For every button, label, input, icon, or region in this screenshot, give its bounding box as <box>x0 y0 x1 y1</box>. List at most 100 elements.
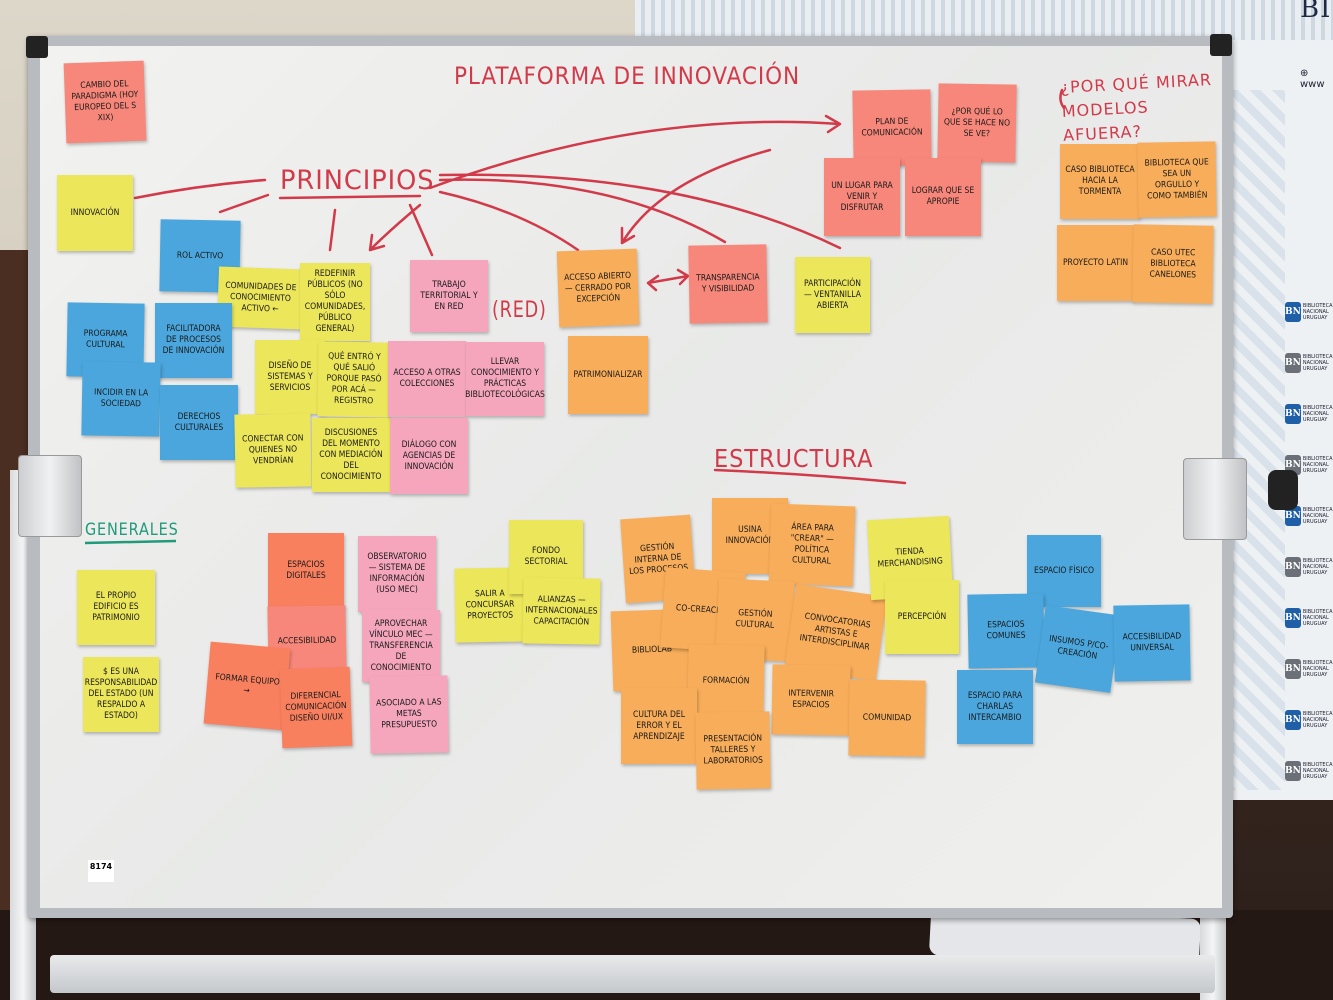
board-clamp-right <box>1183 458 1247 540</box>
sticky-note-text: Redefinir públicos (no sólo comunidades,… <box>304 269 366 334</box>
sticky-note-participacion: Participación — ventanilla abierta <box>795 257 870 333</box>
sticky-note-biblioteca: Biblioteca que sea un orgullo y como tam… <box>1137 141 1217 218</box>
sticky-note-latin: Proyecto Latin <box>1057 225 1134 301</box>
line-participacion <box>438 173 842 250</box>
arrow-redefinir <box>368 203 422 252</box>
sticky-note-text: Caso biblioteca hacia la tormenta <box>1065 165 1135 197</box>
sticky-note-text: Aprovechar vínculo MEC — transferencia d… <box>369 618 433 673</box>
sticky-note-text: Insumos p/co-creación <box>1048 633 1110 662</box>
sticky-note-text: Comunidad <box>862 712 912 723</box>
sticky-note-text: Espacios comunes <box>986 619 1026 642</box>
logo-text: BIBLIOTECA NACIONAL URUGUAY <box>1302 558 1333 576</box>
sticky-note-observatorio: Observatorio — sistema de información (u… <box>358 536 436 612</box>
sticky-note-text: Lograr que se apropie <box>911 186 975 207</box>
bn-logo-icon: BN <box>1285 608 1301 628</box>
sticky-note-text: Espacio físico <box>1034 565 1094 576</box>
bn-logo-icon: BN <box>1285 506 1301 526</box>
sticky-note-asociado: Asociado a las metas presupuesto <box>369 675 449 754</box>
clamp-knob <box>1268 470 1298 510</box>
estructura-underline <box>713 468 907 485</box>
frame-corner <box>26 36 48 58</box>
sticky-note-text: Derechos culturales <box>174 411 224 433</box>
sticky-note-porque: ¿Por qué lo que se hace no se ve? <box>937 83 1017 163</box>
sticky-note-innovacion: Innovación <box>57 175 133 251</box>
sticky-note-text: Gestión cultural <box>735 608 775 632</box>
sticky-note-estado: $ es una responsabilidad del estado (un … <box>83 657 159 732</box>
bn-logo-icon: BN <box>1285 404 1301 424</box>
sticky-note-text: Cambio del paradigma (hoy europeo del s … <box>71 79 139 124</box>
heading-estructura: ESTRUCTURA <box>714 444 874 473</box>
sticky-note-comunidad: Comunidad <box>848 679 926 757</box>
sticky-note-lugar: Un lugar para venir y disfrutar <box>824 158 900 236</box>
sticky-note-incidir: Incidir en la sociedad <box>81 361 161 437</box>
bn-logo-icon: BN <box>1285 710 1301 730</box>
sticky-note-transparencia: Transparencia y visibilidad <box>688 244 768 324</box>
arrow-double <box>646 268 690 292</box>
sticky-note-charlas: Espacio para charlas intercambio <box>957 670 1033 744</box>
sticky-note-formar: Formar equipo → <box>203 641 291 731</box>
bn-logo-icon: BN <box>1285 659 1301 679</box>
sticky-note-text: $ es una responsabilidad del estado (un … <box>84 667 158 721</box>
sticky-note-llevar: Llevar conocimiento y prácticas bibliote… <box>465 342 545 416</box>
sticky-note-comunes: Espacios comunes <box>967 593 1045 669</box>
sticky-note-alianzas: Alianzas — internacionales capacitación <box>522 577 601 645</box>
principios-underline <box>278 194 422 200</box>
sticky-note-facilitadora: Facilitadora de procesos de innovación <box>155 303 232 378</box>
sticky-note-dialogo: Diálogo con agencias de innovación <box>390 418 468 494</box>
sticky-note-text: Transparencia y visibilidad <box>696 272 760 295</box>
sticky-note-text: Formar equipo → <box>214 672 281 697</box>
logo-text: BIBLIOTECA NACIONAL URUGUAY <box>1302 354 1333 372</box>
stand-crossbar <box>50 955 1215 993</box>
sticky-note-text: Formación <box>702 675 750 686</box>
sticky-note-text: Caso UTEC biblioteca Canelones <box>1149 247 1197 280</box>
sticky-note-text: Comunidades de conocimiento activo ← <box>225 280 297 315</box>
sticky-note-text: Espacio para charlas intercambio <box>967 690 1023 723</box>
line-acceso <box>438 190 580 252</box>
sticky-note-text: ¿Por qué lo que se hace no se ve? <box>943 106 1011 139</box>
sticky-note-text: Espacios digitales <box>286 560 326 581</box>
sticky-note-text: Intervenir espacios <box>788 688 835 711</box>
sticky-note-text: Qué entró y qué salió porque pasó por ac… <box>326 351 382 407</box>
sticky-note-area: Área para "crear" — política cultural <box>768 503 856 587</box>
logo-text: BIBLIOTECA NACIONAL URUGUAY <box>1302 711 1333 729</box>
line-redefinir <box>328 208 337 252</box>
sticky-note-text: Programa cultural <box>83 328 128 351</box>
heading-red: (RED) <box>492 298 547 323</box>
sticky-note-text: Diseño de sistemas y servicios <box>267 360 313 393</box>
sticky-note-patrimonializar: Patrimonializar <box>568 336 648 414</box>
sticky-note-text: Accesibilidad <box>277 634 337 647</box>
sticky-note-text: Accesibilidad universal <box>1122 631 1182 654</box>
sticky-note-text: Cultura del error y el aprendizaje <box>633 709 685 742</box>
sticky-note-text: Observatorio — sistema de información (u… <box>367 552 427 595</box>
bn-logo-icon: BN <box>1285 353 1301 373</box>
sticky-note-text: Participación — ventanilla abierta <box>803 278 861 311</box>
sticky-note-diferencial: Diferencial comunicación diseño UI/UX <box>279 666 353 749</box>
sticky-note-acceso-abierto: Acceso abierto — cerrado por excepción <box>556 248 640 328</box>
logo-text: BIBLIOTECA NACIONAL URUGUAY <box>1302 507 1333 525</box>
bn-logo-icon: BN <box>1285 557 1301 577</box>
sticky-note-cultura-error: Cultura del error y el aprendizaje <box>621 688 697 764</box>
sticky-note-text: Área para "crear" — política cultural <box>790 522 835 567</box>
sticky-note-percepcion: Percepción <box>885 580 959 654</box>
globe-icon: ⊕ <box>1300 68 1309 79</box>
sticky-note-acceso-colecciones: Acceso a otras colecciones <box>388 341 466 417</box>
sticky-note-text: Acceso abierto — cerrado por excepción <box>564 270 632 305</box>
arrow-acceso-plan <box>620 148 772 245</box>
logo-text: BIBLIOTECA NACIONAL URUGUAY <box>1302 456 1333 474</box>
sticky-note-text: Alianzas — internacionales capacitación <box>525 594 598 627</box>
line-innovacion <box>133 178 267 200</box>
sticky-note-text: Facilitadora de procesos de innovación <box>162 324 225 356</box>
top-banner <box>635 0 1333 40</box>
sticky-note-utec: Caso UTEC biblioteca Canelones <box>1132 224 1214 304</box>
sticky-note-text: Asociado a las metas presupuesto <box>375 697 442 731</box>
banner-pattern <box>1225 90 1285 790</box>
sticky-note-text: Incidir en la sociedad <box>93 387 149 410</box>
sticky-note-cambio: Cambio del paradigma (hoy europeo del s … <box>63 60 147 144</box>
